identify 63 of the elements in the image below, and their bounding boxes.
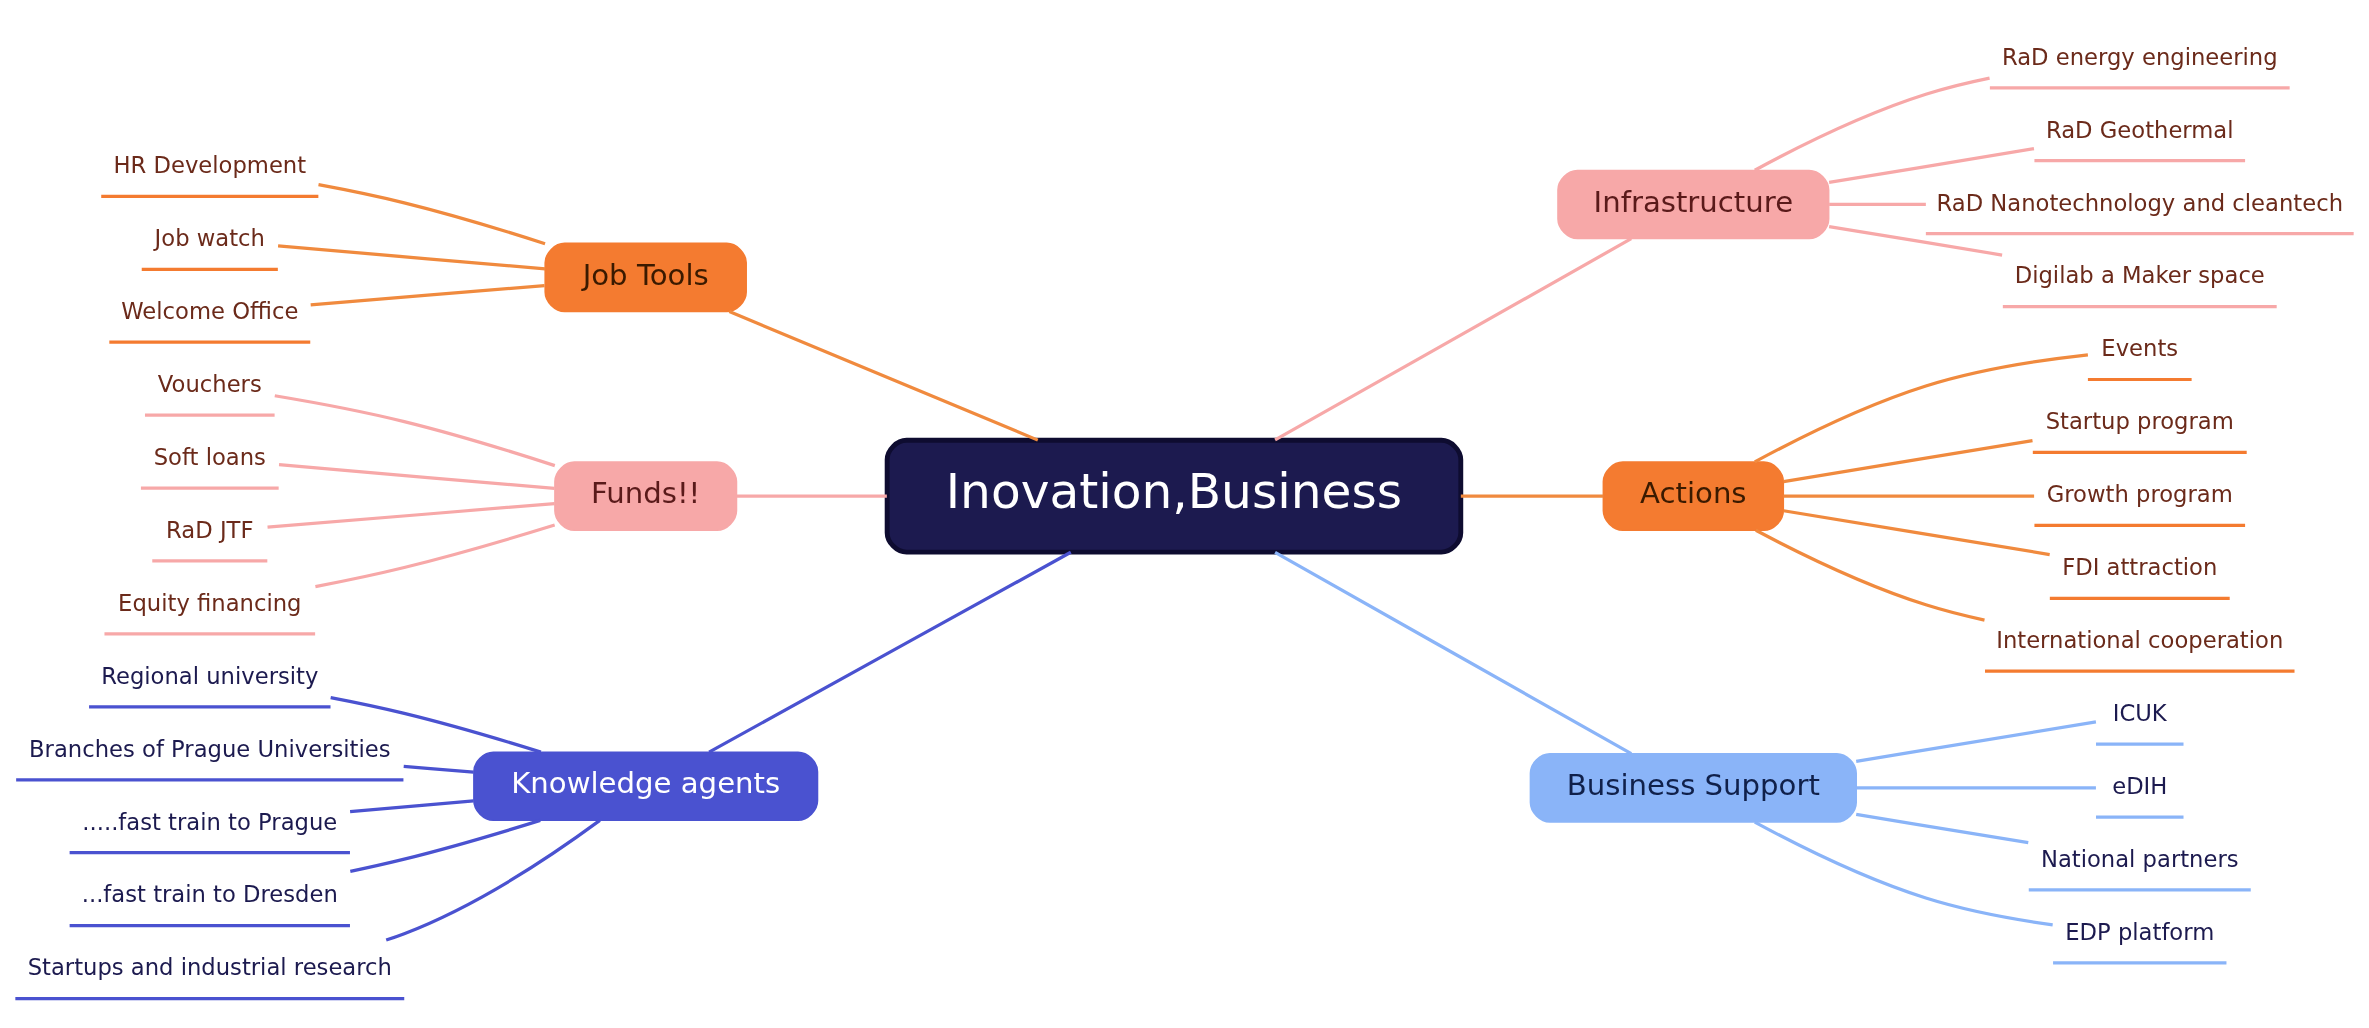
connector (330, 695, 542, 754)
connector (728, 310, 1039, 442)
connector (274, 394, 556, 468)
connector (1274, 237, 1633, 442)
node-text: ICUK (2112, 699, 2167, 726)
node-box: Inovation,Business (884, 437, 1464, 555)
connector (267, 501, 555, 529)
connector (1855, 720, 2097, 763)
connector (318, 183, 546, 246)
connector (1828, 147, 2035, 184)
node-text: Startups and industrial research (27, 954, 392, 981)
connector (1783, 494, 2035, 498)
connector (1754, 353, 2089, 464)
connector (1754, 76, 1990, 172)
node-text: Branches of Prague Universities (29, 735, 391, 762)
connector (1856, 786, 2096, 790)
node-text: Vouchers (157, 370, 262, 397)
connector (1783, 439, 2033, 484)
node-text: National partners (2040, 845, 2239, 872)
connector (737, 494, 887, 498)
connector (1828, 224, 2003, 257)
node-text: FDI attraction (2062, 554, 2218, 581)
connector (315, 523, 556, 589)
node-text: Regional university (101, 662, 319, 689)
connector (1755, 528, 1985, 622)
connector (277, 244, 546, 271)
node-text: eDIH (2112, 772, 2168, 799)
node-text: Job watch (154, 225, 265, 252)
node-text: Growth program (2046, 481, 2233, 508)
node-text: Welcome Office (121, 298, 299, 325)
node-text: RaD energy engineering (2001, 43, 2278, 70)
connector (708, 550, 1072, 754)
connector (278, 463, 555, 491)
node-text: HR Development (113, 152, 307, 179)
connector (1274, 551, 1633, 756)
connector (403, 764, 474, 774)
connector (1754, 820, 2053, 927)
node-box: Job Tools (544, 242, 747, 313)
node-text: RaD Geothermal (2045, 116, 2234, 143)
node-text: ...fast train to Dresden (81, 881, 338, 908)
node-text: .....fast train to Prague (82, 808, 338, 835)
node-text: Equity financing (118, 589, 302, 616)
node-box: Actions (1602, 461, 1785, 531)
connector (349, 799, 474, 814)
node-text: Soft loans (153, 443, 266, 470)
connector (385, 819, 601, 942)
node-text: RaD Nanotechnology and cleantech (1936, 189, 2344, 216)
node-text: RaD JTF (166, 516, 254, 543)
connector (1783, 509, 2050, 557)
node-text: Startup program (2045, 408, 2234, 435)
connector (310, 284, 545, 307)
node-box: Infrastructure (1557, 169, 1830, 240)
connector (349, 818, 541, 873)
node-box: Funds!! (554, 461, 738, 531)
node-text: Digilab a Maker space (2014, 262, 2265, 289)
node-box: Knowledge agents (473, 751, 819, 822)
connector (1855, 812, 2029, 845)
node-box: Business Support (1529, 753, 1857, 823)
node-text: International cooperation (1996, 627, 2284, 654)
connector (1460, 494, 1604, 498)
connector (1829, 202, 1926, 207)
node-text: EDP platform (2065, 918, 2215, 945)
node-text: Events (2101, 335, 2179, 362)
